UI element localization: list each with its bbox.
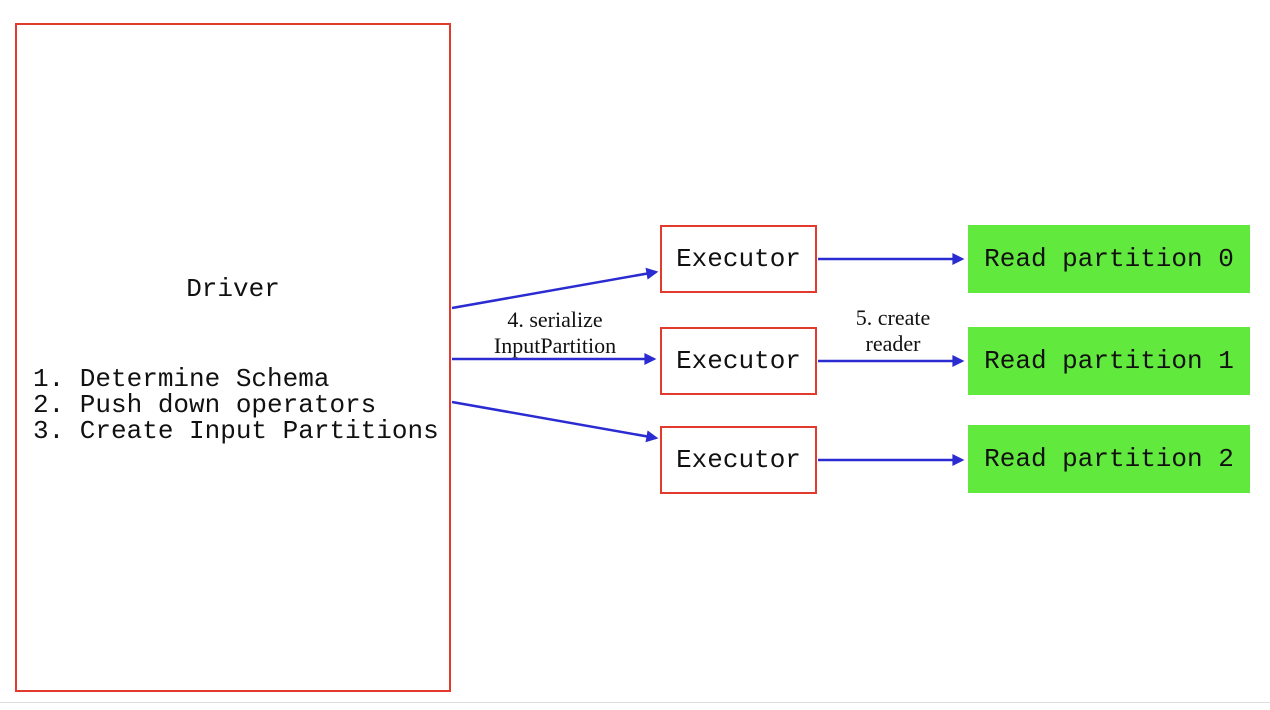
arrow-driver-to-executor-0	[451, 267, 659, 310]
arrow-driver-to-executor-2	[451, 400, 659, 443]
edge-label-create-reader: 5. create reader	[855, 305, 931, 356]
driver-steps-list: 1. Determine Schema 2. Push down operato…	[33, 366, 439, 444]
executor-node-1-label: Executor	[676, 346, 801, 376]
driver-node-title: Driver	[186, 274, 280, 304]
driver-node: Driver 1. Determine Schema 2. Push down …	[15, 23, 451, 692]
page-bottom-divider	[0, 702, 1270, 703]
executor-node-2: Executor	[660, 426, 817, 494]
read-partition-node-2: Read partition 2	[968, 425, 1250, 493]
executor-node-0: Executor	[660, 225, 817, 293]
executor-node-0-label: Executor	[676, 244, 801, 274]
executor-node-1: Executor	[660, 327, 817, 395]
executor-node-2-label: Executor	[676, 445, 801, 475]
driver-step-1: 1. Determine Schema	[33, 364, 330, 394]
edge-label-serialize-inputpartition: 4. serialize InputPartition	[493, 307, 617, 358]
driver-step-3: 3. Create Input Partitions	[33, 416, 439, 446]
read-partition-node-1-label: Read partition 1	[984, 346, 1234, 376]
read-partition-node-0-label: Read partition 0	[984, 244, 1234, 274]
read-partition-node-1: Read partition 1	[968, 327, 1250, 395]
read-partition-node-0: Read partition 0	[968, 225, 1250, 293]
driver-step-2: 2. Push down operators	[33, 390, 377, 420]
read-partition-node-2-label: Read partition 2	[984, 444, 1234, 474]
